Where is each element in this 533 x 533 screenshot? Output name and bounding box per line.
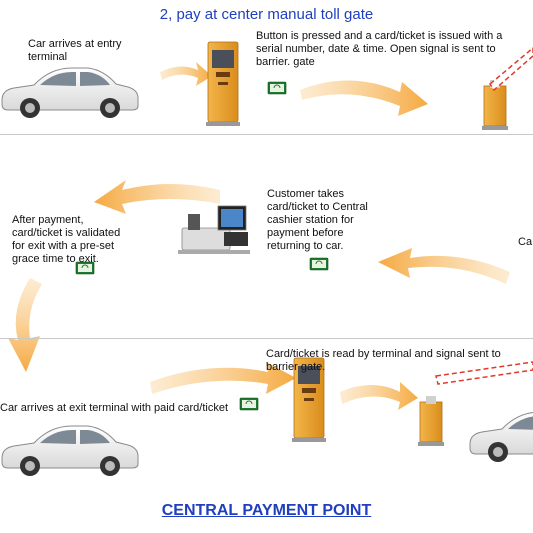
exiting-car-image [469,411,533,463]
step-entry-ticket-label: Button is pressed and a card/ticket is i… [256,30,503,68]
arrow-to-entry-barrier [300,80,428,116]
entry-car-image [1,67,139,119]
step-exit-car-label: Car arrives at exit terminal with paid c… [0,402,229,414]
cashier-station-image [178,205,250,254]
diagram-title: 2, pay at center manual toll gate [159,6,374,23]
arrow-to-exit-barrier [340,382,418,410]
step-validated-label: After payment, card/ticket is validated … [12,214,121,265]
entry-barrier-arm [489,47,533,92]
card-icon [267,81,287,95]
step-cashier-label: Customer takes card/ticket to Central ca… [267,188,368,252]
exit-car-image [1,425,139,477]
exit-barrier-arm [435,361,533,385]
entry-terminal-image [205,41,241,127]
card-icon [309,257,329,271]
central-payment-point-link[interactable]: CENTRAL PAYMENT POINT [161,502,372,519]
clipped-label: Ca [518,236,533,248]
arrow-to-exit-terminal [150,362,296,394]
card-icon [239,397,259,411]
exit-barrier-image [417,395,445,447]
arrow-to-validation [94,180,220,214]
step-read-terminal-label: Card/ticket is read by terminal and sign… [266,348,501,373]
divider-2 [0,338,533,339]
divider-1 [0,134,533,135]
arrow-to-exit-row [8,278,42,372]
arrow-to-entry-terminal [160,62,212,86]
arrow-to-cashier [378,248,510,284]
step-entry-car-label: Car arrives at entry terminal [28,38,122,63]
